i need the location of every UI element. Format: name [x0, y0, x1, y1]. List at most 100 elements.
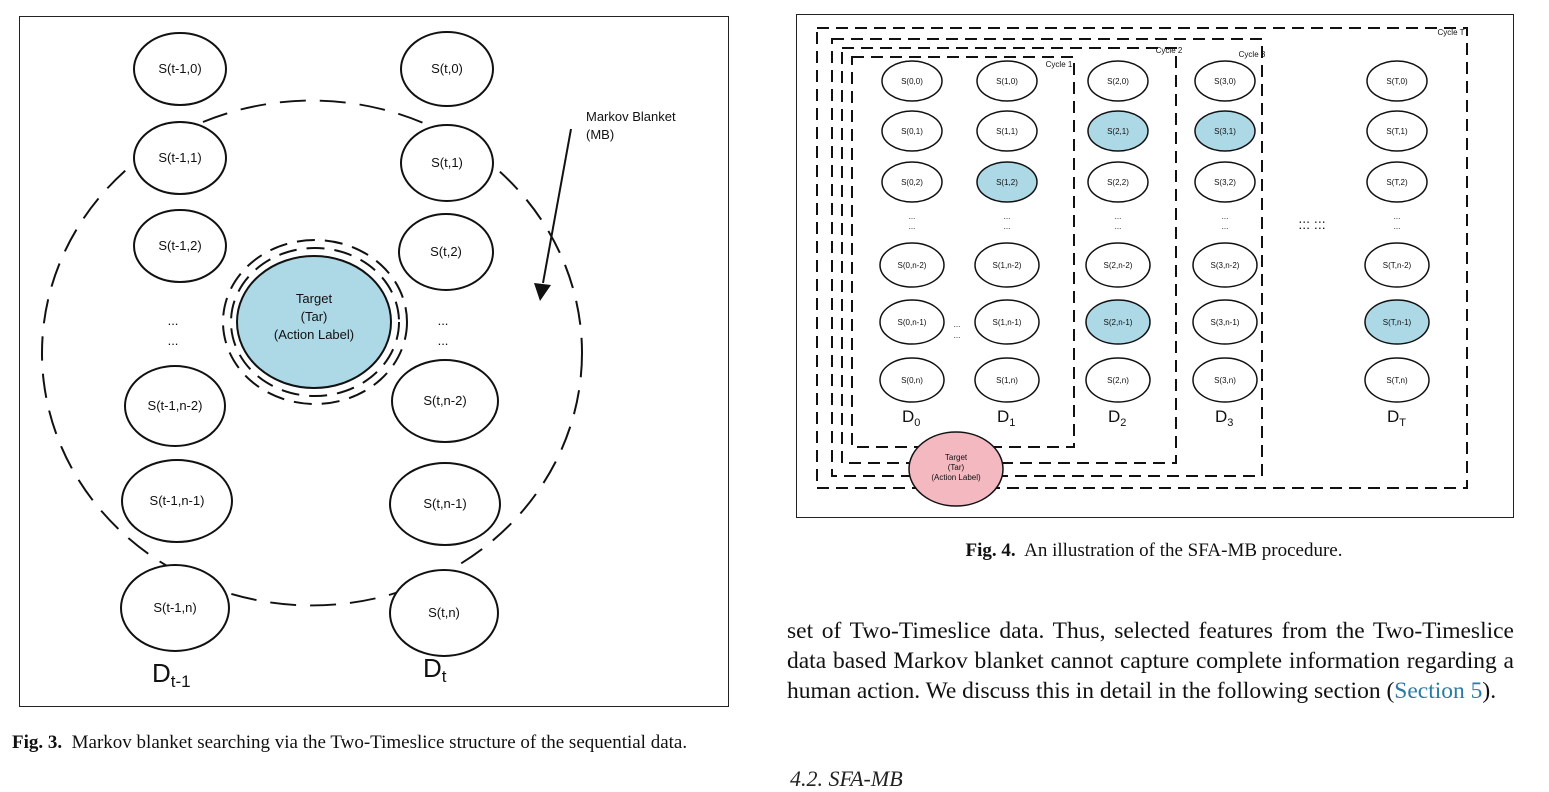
- figure-4-caption: Fig. 4. An illustration of the SFA-MB pr…: [796, 539, 1512, 563]
- fig4-node-4-2-label: S(T,2): [1386, 178, 1408, 187]
- figure-3-caption-label: Fig. 3.: [12, 732, 63, 753]
- fig4-col-1-label: D1: [997, 407, 1015, 429]
- fig4-col-0-ellipsis-1: ...: [909, 212, 916, 221]
- mb-label-line-2: (MB): [586, 127, 614, 142]
- fig4-col-2-label-sub: 2: [1120, 417, 1126, 429]
- column-label-left: Dt-1: [152, 658, 191, 691]
- figure-3-caption: Fig. 3. Markov blanket searching via the…: [12, 731, 737, 755]
- fig4-col-0-label-base: D: [902, 407, 914, 426]
- target-label-line-1: Target: [296, 291, 333, 306]
- fig4-node-1-3: [974, 242, 1040, 288]
- target-label-line-3: (Action Label): [274, 327, 354, 342]
- node-left-4-label: S(t-1,n-1): [150, 493, 205, 508]
- figure-3: Target (Tar) (Action Label) S(t-1,0) S(t…: [19, 16, 729, 707]
- fig4-node-0-3: [879, 242, 945, 288]
- fig4-node-3-2-label: S(3,2): [1214, 178, 1236, 187]
- node-right-5: [389, 569, 499, 657]
- fig4-node-1-3-label: S(1,n-2): [993, 261, 1022, 270]
- fig4-node-2-5-label: S(2,n): [1107, 376, 1129, 385]
- right-ellipsis-2: ...: [438, 333, 449, 348]
- fig4-node-0-0: [881, 60, 943, 102]
- node-left-1: [133, 121, 227, 195]
- fig4-node-3-3: [1192, 242, 1258, 288]
- fig4-col-2-ellipsis-2: ...: [1115, 222, 1122, 231]
- body-text-part-2: ).: [1482, 678, 1497, 704]
- node-left-2-label: S(t-1,2): [158, 238, 201, 253]
- fig4-node-4-0: [1366, 60, 1428, 102]
- fig4-col-3-label: D3: [1215, 407, 1233, 429]
- node-right-3-label: S(t,n-2): [423, 393, 466, 408]
- node-left-2: [133, 209, 227, 283]
- fig4-node-3-3-label: S(3,n-2): [1211, 261, 1240, 270]
- fig4-node-0-1: [881, 110, 943, 152]
- fig4-node-3-5-label: S(3,n): [1214, 376, 1236, 385]
- fig4-mid-ellipsis-1: ...: [954, 320, 961, 329]
- fig4-node-2-0-label: S(2,0): [1107, 77, 1129, 86]
- fig4-col-3-label-sub: 3: [1227, 417, 1233, 429]
- fig4-node-4-4-label: S(T,n-1): [1383, 318, 1412, 327]
- target-label-line-2: (Tar): [301, 309, 328, 324]
- fig4-col-2-label-base: D: [1108, 407, 1120, 426]
- fig4-node-2-1-label: S(2,1): [1107, 127, 1129, 136]
- cycle-label-3: Cycle 3: [1239, 50, 1266, 59]
- fig4-node-1-2-label: S(1,2): [996, 178, 1018, 187]
- fig4-col-1-label-base: D: [997, 407, 1009, 426]
- fig4-node-0-3-label: S(0,n-2): [898, 261, 927, 270]
- cycle-label-4: Cycle T: [1438, 28, 1465, 37]
- fig4-node-0-4: [879, 299, 945, 345]
- fig4-node-0-1-label: S(0,1): [901, 127, 923, 136]
- figure-3-diagram: Target (Tar) (Action Label) S(t-1,0) S(t…: [41, 31, 676, 691]
- section-5-link[interactable]: Section 5: [1394, 678, 1483, 704]
- fig4-node-1-4: [974, 299, 1040, 345]
- right-ellipsis-1: ...: [438, 313, 449, 328]
- fig4-node-3-4: [1192, 299, 1258, 345]
- fig4-node-0-2: [881, 161, 943, 203]
- markov-blanket-arrow-shaft: [542, 128, 572, 284]
- node-right-0: [400, 31, 494, 107]
- next-section-heading: 4.2. SFA-MB: [790, 766, 903, 791]
- fig4-node-2-3: [1085, 242, 1151, 288]
- fig4-node-3-1-label: S(3,1): [1214, 127, 1236, 136]
- node-right-4-label: S(t,n-1): [423, 496, 466, 511]
- node-left-3: [124, 365, 226, 447]
- fig4-node-1-0: [976, 60, 1038, 102]
- fig4-col-1-label-sub: 1: [1009, 417, 1015, 429]
- fig4-col-3-ellipsis-2: ...: [1222, 222, 1229, 231]
- fig4-col-2-ellipsis-1: ...: [1115, 212, 1122, 221]
- target-outer-ring-1: [222, 239, 408, 405]
- node-left-0: [133, 32, 227, 106]
- target-outer-ring-2: [230, 247, 400, 397]
- fig4-node-4-1: [1366, 110, 1428, 152]
- fig4-node-3-1: [1194, 110, 1256, 152]
- node-left-5-label: S(t-1,n): [153, 600, 196, 615]
- fig4-col-1-ellipsis-2: ...: [1004, 222, 1011, 231]
- node-left-0-label: S(t-1,0): [158, 61, 201, 76]
- markov-blanket-boundary: [41, 99, 583, 607]
- cycle-boundary-2: [841, 47, 1177, 464]
- cycle-boundary-3: [831, 38, 1263, 477]
- fig4-node-3-5: [1192, 357, 1258, 403]
- fig4-node-0-0-label: S(0,0): [901, 77, 923, 86]
- fig4-col-0-ellipsis-2: ...: [909, 222, 916, 231]
- fig4-node-2-2: [1087, 161, 1149, 203]
- fig4-target-line-3: (Action Label): [931, 473, 981, 482]
- fig4-node-3-0: [1194, 60, 1256, 102]
- fig4-col-4-label: DT: [1387, 407, 1406, 429]
- node-left-3-label: S(t-1,n-2): [148, 398, 203, 413]
- fig4-col-4-label-sub: T: [1399, 417, 1406, 429]
- node-right-0-label: S(t,0): [431, 61, 463, 76]
- fig4-col-4-ellipsis-2: ...: [1394, 222, 1401, 231]
- fig4-node-4-1-label: S(T,1): [1386, 127, 1408, 136]
- node-left-1-label: S(t-1,1): [158, 150, 201, 165]
- fig4-col-3-label-base: D: [1215, 407, 1227, 426]
- fig4-node-2-5: [1085, 357, 1151, 403]
- mb-label-line-1: Markov Blanket: [586, 109, 676, 124]
- fig4-node-2-0: [1087, 60, 1149, 102]
- cycle-label-2: Cycle 2: [1156, 46, 1183, 55]
- fig4-node-3-2: [1194, 161, 1256, 203]
- fig4-target-node: [908, 431, 1004, 507]
- cycle-boundary-4: [816, 27, 1468, 489]
- column-label-right-base: D: [423, 653, 442, 683]
